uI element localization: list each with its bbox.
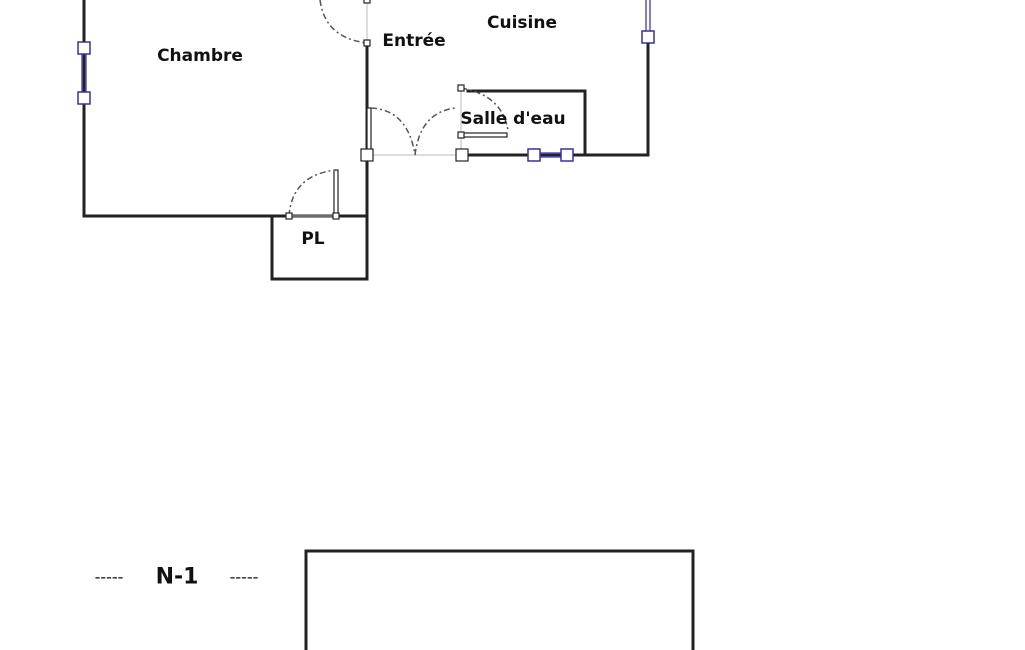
wall-chambre[interactable]	[82, 0, 369, 218]
door-salle-deau[interactable]	[455, 84, 509, 162]
room-label-salle-deau: Salle d'eau	[460, 109, 566, 129]
level-n1-outline[interactable]	[304, 549, 695, 650]
room-label-cuisine: Cuisine	[487, 13, 557, 33]
door-pl[interactable]	[285, 169, 340, 220]
window-chambre[interactable]	[77, 41, 91, 105]
wall-salle-deau[interactable]	[466, 89, 587, 157]
window-cuisine[interactable]	[641, 0, 655, 44]
room-label-pl: PL	[301, 229, 325, 249]
room-label-chambre: Chambre	[157, 46, 243, 66]
level-dashes-right: -----	[229, 567, 259, 587]
door-double[interactable]	[360, 107, 457, 162]
room-label-entree: Entrée	[382, 31, 446, 51]
wall-cuisine[interactable]	[459, 35, 650, 157]
window-salle-deau[interactable]	[527, 148, 574, 162]
door-entree[interactable]	[319, 0, 371, 47]
level-label: N-1	[155, 564, 199, 590]
level-dashes-left: -----	[94, 567, 124, 587]
